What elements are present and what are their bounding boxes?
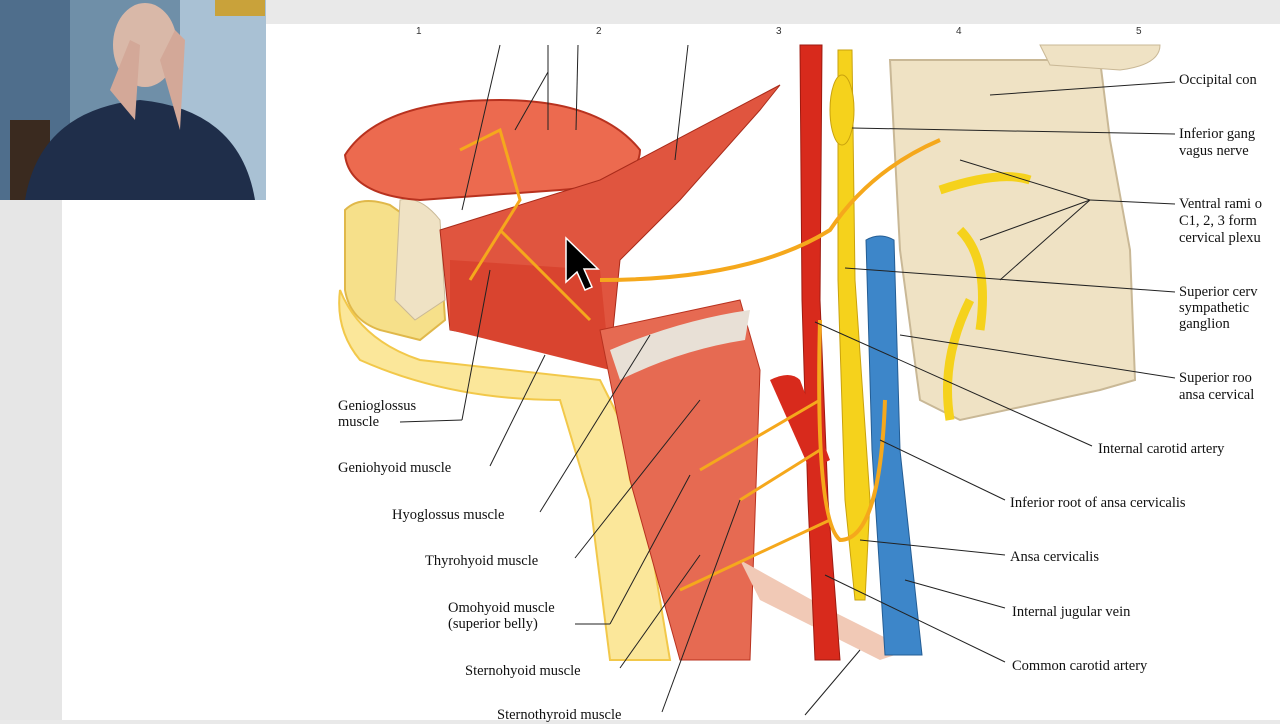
label-sternothyroid: Sternothyroid muscle (497, 707, 622, 723)
ansa-cervicalis-loop (817, 319, 887, 543)
inferior-ganglion (829, 74, 855, 146)
label-inferior-root: Inferior root of ansa cervicalis (1010, 495, 1186, 511)
label-thyrohyoid: Thyrohyoid muscle (425, 553, 539, 569)
label-superior-root-2: ansa cervical (1179, 387, 1255, 403)
label-superior-cervical-2: sympathetic (1179, 300, 1250, 316)
ruler-mark-2: 2 (596, 26, 602, 37)
label-superior-cervical-1: Superior cerv (1179, 284, 1258, 300)
label-geniohyoid: Geniohyoid muscle (338, 460, 452, 476)
label-occipital: Occipital con (1179, 72, 1257, 88)
hyoid-fat-region (338, 289, 672, 661)
ruler-mark-4: 4 (956, 26, 962, 37)
label-superior-cervical-3: ganglion (1179, 316, 1230, 332)
label-ventral-rami-1: Ventral rami o (1179, 196, 1262, 212)
occipital-bone (1039, 44, 1161, 71)
tongue-muscle (343, 98, 642, 202)
label-omohyoid-1: Omohyoid muscle (448, 600, 555, 616)
label-ansa-cervicalis: Ansa cervicalis (1010, 549, 1099, 565)
internal-jugular-vein (865, 235, 923, 656)
label-ventral-rami-2: C1, 2, 3 form (1179, 213, 1257, 229)
ruler-mark-3: 3 (776, 26, 782, 37)
label-internal-carotid: Internal carotid artery (1098, 441, 1225, 457)
leader-lines (399, 44, 1176, 716)
label-genioglossus-2: muscle (338, 414, 380, 430)
presenter-video-frame (0, 0, 266, 200)
geniohyoid-mass (450, 260, 610, 370)
label-internal-jugular: Internal jugular vein (1012, 604, 1131, 620)
label-common-carotid: Common carotid artery (1012, 658, 1148, 674)
label-sternohyoid: Sternohyoid muscle (465, 663, 581, 679)
webcam-overlay (0, 0, 266, 200)
label-superior-root-1: Superior roo (1179, 370, 1252, 386)
label-genioglossus-1: Genioglossus (338, 398, 417, 414)
label-inferior-ganglion-2: vagus nerve (1179, 143, 1249, 159)
label-ventral-rami-3: cervical plexu (1179, 230, 1261, 246)
hypoglossal-nerve (599, 138, 941, 282)
label-inferior-ganglion-1: Inferior gang (1179, 126, 1256, 142)
label-hyoglossus: Hyoglossus muscle (392, 507, 505, 523)
ruler-mark-1: 1 (416, 26, 422, 37)
tongue-nerve-branches (459, 127, 592, 322)
cervical-vertebrae (888, 59, 1137, 422)
external-carotid-branch (770, 375, 830, 470)
ansa-branches (679, 398, 831, 592)
hyoid-bone (610, 310, 750, 380)
mouse-pointer-icon (565, 236, 600, 291)
ruler-mark-5: 5 (1136, 26, 1142, 37)
label-omohyoid-2: (superior belly) (448, 616, 538, 632)
cervical-plexus-rami (938, 172, 1032, 421)
mandible-bone (394, 198, 446, 321)
